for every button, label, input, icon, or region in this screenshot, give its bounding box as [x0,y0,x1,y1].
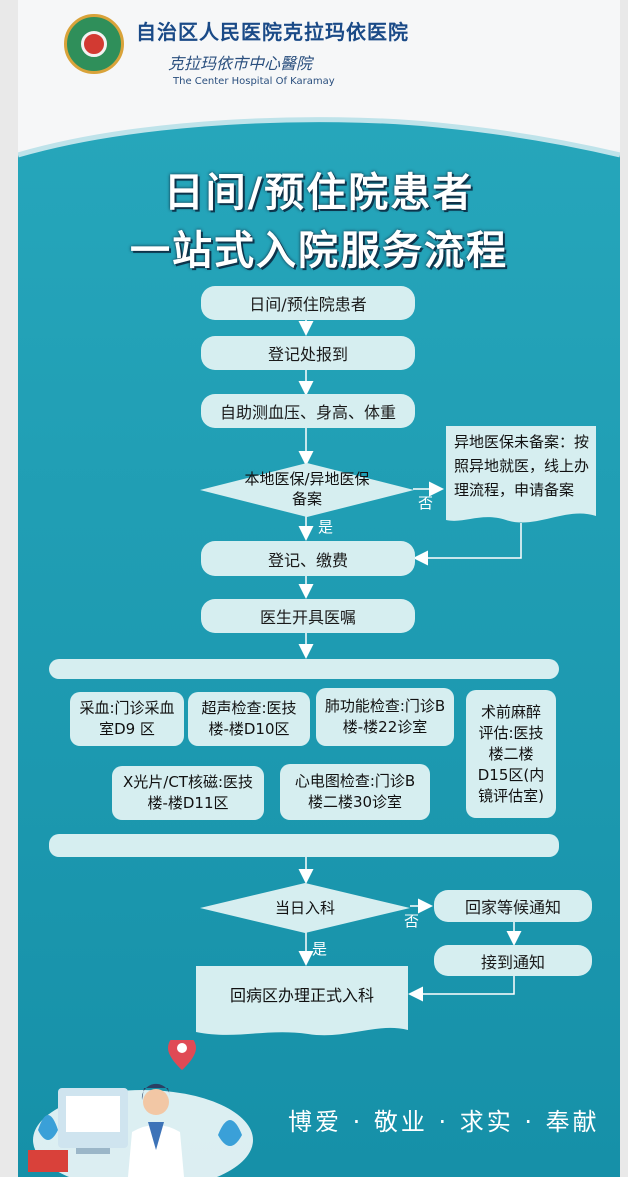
same-day-no-label: 否 [404,912,420,930]
insurance-no-label: 否 [418,494,434,512]
hospital-name-cn: 自治区人民医院克拉玛依医院 [136,20,409,44]
admit-node-shape [196,966,408,1036]
exam-ecg: 心电图检查:门诊B楼二楼30诊室 [280,764,430,820]
register-node: 登记处报到 [201,336,415,370]
title-line-1: 日间/预住院患者 [163,170,475,216]
hospital-logo [64,14,124,74]
same-day-decision-diamond [200,883,410,933]
admit-node: 回病区办理正式入科 [229,986,374,1005]
logo-emblem-icon [81,31,107,57]
pay-node: 登记、缴费 [201,541,415,576]
exam-anesthesia: 术前麻醉评估:医技楼二楼D15区(内镜评估室) [466,690,556,818]
exam-blood: 采血:门诊采血室D9 区 [70,692,184,746]
insurance-decision-label: 本地医保/异地医保备案 [244,470,370,508]
notified-node: 接到通知 [434,945,592,976]
doctor-illustration [28,1040,253,1177]
vitals-node: 自助测血压、身高、体重 [201,394,415,428]
title-line-2: 一站式入院服务流程 [130,228,508,274]
hospital-name-script: 克拉玛依市中心醫院 [168,54,313,73]
exam-lung-function: 肺功能检查:门诊B楼-楼22诊室 [316,688,454,746]
hospital-slogan: 博爱 · 敬业 · 求实 · 奉献 [288,1108,600,1136]
hospital-name-en: The Center Hospital Of Karamay [173,76,335,87]
same-day-yes-label: 是 [312,940,328,958]
wait-home-node: 回家等候通知 [434,890,592,922]
flow-connectors [298,320,522,1002]
remote-insurance-note: 异地医保未备案：按照异地就医，线上办理流程，申请备案 [454,433,590,499]
insurance-decision-diamond [200,463,414,517]
poster: 自治区人民医院克拉玛依医院 克拉玛依市中心醫院 The Center Hospi… [18,0,620,1177]
insurance-yes-label: 是 [318,518,334,536]
exam-group-top-bar [49,659,559,679]
same-day-decision-label: 当日入科 [274,899,335,917]
remote-note-shape [446,426,596,523]
orders-node: 医生开具医嘱 [201,599,415,633]
exam-xray-ct: X光片/CT核磁:医技楼-楼D11区 [112,766,264,820]
exam-group-bottom-bar [49,834,559,857]
start-node: 日间/预住院患者 [201,286,415,320]
exam-ultrasound: 超声检查:医技楼-楼D10区 [188,692,310,746]
